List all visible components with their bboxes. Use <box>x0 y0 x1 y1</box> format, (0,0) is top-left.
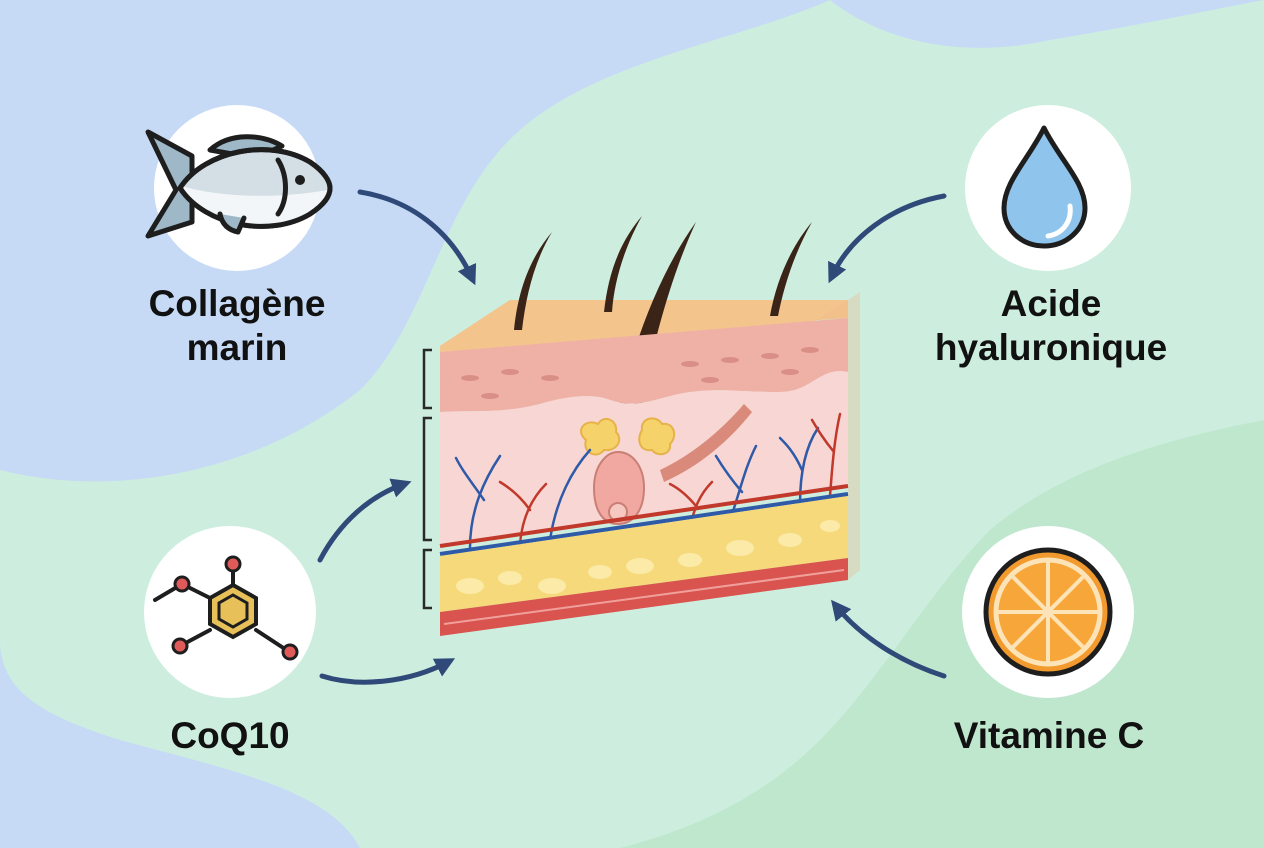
arrow-collagen-to-skin <box>357 189 477 286</box>
background-green-wave <box>620 420 1264 848</box>
layer-brackets <box>422 348 432 610</box>
label-line: Collagène <box>148 283 326 324</box>
label-hyaluronic-acid: Acide hyaluronique <box>906 282 1196 370</box>
skin-cross-section <box>439 216 860 636</box>
label-coq10: CoQ10 <box>140 714 320 758</box>
arrow-hyaluronic-to-skin <box>828 193 947 284</box>
arrow-coq10-to-skin-upper <box>317 478 412 563</box>
label-line: hyaluronique <box>934 327 1168 368</box>
molecule-icon <box>153 555 299 661</box>
label-line: Acide <box>1000 283 1102 324</box>
water-drop-icon <box>1001 125 1088 249</box>
label-line: marin <box>186 327 288 368</box>
label-line: Vitamine C <box>953 715 1145 756</box>
arrow-coq10-to-skin-lower <box>319 658 456 685</box>
label-marine-collagen: Collagène marin <box>122 282 352 370</box>
sebaceous-gland <box>580 417 621 456</box>
orange-slice-icon <box>983 547 1113 677</box>
label-vitamin-c: Vitamine C <box>916 714 1182 758</box>
arrector-muscle <box>660 404 752 482</box>
arrow-vitamin-c-to-skin <box>831 599 947 679</box>
label-line: CoQ10 <box>170 715 290 756</box>
epidermis-layer <box>440 318 848 412</box>
fish-icon <box>145 129 333 239</box>
